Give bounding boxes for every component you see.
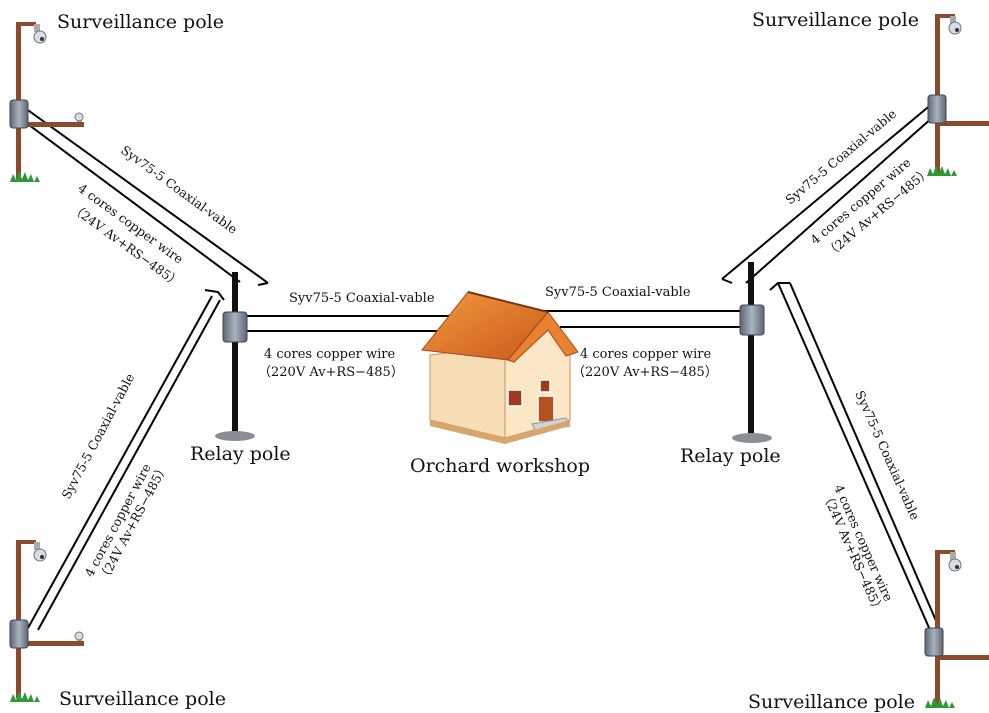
surveillance-pole-bottom-left (9, 540, 84, 702)
cable-br-a (777, 282, 931, 631)
surveillance-pole-label-top-right: Surveillance pole (752, 9, 919, 31)
cable-lines (24, 102, 941, 631)
cable-br-b (789, 282, 941, 631)
relay-pole-right (732, 262, 772, 443)
junction-box-icon (927, 94, 947, 124)
junction-box-icon (9, 99, 29, 129)
cable-bl-a (27, 295, 213, 629)
house-icon (421, 291, 579, 444)
surveillance-pole-top-left (9, 22, 84, 182)
cable-bl-b (37, 299, 221, 631)
junction-box-icon (9, 619, 29, 649)
surveillance-pole-label-bottom-left: Surveillance pole (59, 688, 226, 710)
dome-camera-icon (33, 24, 47, 44)
grass-icon (10, 691, 40, 702)
power-220v-left: （220V Av+RS−485） (258, 365, 404, 380)
dome-camera-icon (74, 631, 84, 641)
junction-box-icon (222, 311, 248, 343)
grass-icon (10, 171, 40, 182)
copper-label-right: 4 cores copper wire (580, 347, 712, 362)
coax-label-bottom-left: Syv75-5 Coaxial-vable (58, 371, 137, 502)
dome-camera-icon (948, 16, 962, 35)
grass-icon (925, 697, 955, 708)
copper-label-left: 4 cores copper wire (264, 347, 396, 362)
relay-pole-label-right: Relay pole (680, 445, 781, 467)
dome-camera-icon (33, 542, 47, 562)
coax-label-bottom-right: Syv75-5 Coaxial-vable (852, 388, 923, 522)
cable-tl-coax (24, 107, 269, 284)
surveillance-pole-top-right (927, 14, 989, 176)
power-220v-right: （220V Av+RS−485） (572, 365, 718, 380)
grass-icon (927, 165, 957, 176)
cable-tl-copper (24, 121, 241, 283)
cable-tr-copper (745, 116, 934, 284)
surveillance-pole-label-top-left: Surveillance pole (57, 11, 224, 33)
workshop-label: Orchard workshop (410, 455, 590, 477)
junction-box-icon (739, 304, 765, 336)
dome-camera-icon (74, 112, 84, 122)
coax-label-right: Syv75-5 Coaxial-vable (545, 285, 691, 300)
cable-ends (204, 278, 790, 301)
surveillance-pole-bottom-right (924, 550, 989, 708)
cable-tr-coax (721, 102, 934, 280)
junction-box-icon (924, 627, 944, 657)
dome-camera-icon (948, 552, 962, 572)
surveillance-pole-label-bottom-right: Surveillance pole (748, 691, 915, 713)
relay-pole-label-left: Relay pole (190, 443, 291, 465)
relay-pole-left (215, 272, 255, 441)
coax-label-left: Syv75-5 Coaxial-vable (289, 291, 435, 306)
